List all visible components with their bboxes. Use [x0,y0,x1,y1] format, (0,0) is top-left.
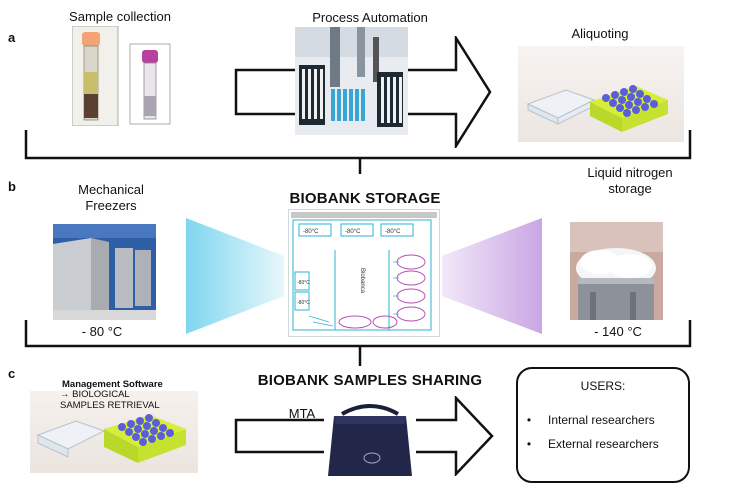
floorplan-room-label: Biobanca [359,268,365,294]
biobank-storage-title: BIOBANK STORAGE [289,190,441,207]
aliquoting-label: Aliquoting [571,26,629,41]
freezer-temperature: - 80 °C [81,324,123,339]
users-title: USERS: [580,379,626,393]
panel-letter-c: c [8,366,16,381]
floorplan-freezer-3-label: -80°C [385,229,401,235]
process-automation-label: Process Automation [312,10,428,25]
sample-tubes-image [72,26,182,126]
nitrogen-trapezoid [442,218,542,334]
mechanical-freezers-label: Mechanical Freezers [78,182,144,213]
aliquoting-image [518,46,684,142]
mta-label: MTA [288,406,316,421]
biobank-floorplan: -80°C -80°C -80°C -80°C -80°C Biobanca [288,209,440,337]
sample-collection-label: Sample collection [69,9,171,24]
panel-letter-a: a [8,30,16,45]
automation-robot-image [295,27,408,135]
nitrogen-temperature: - 140 °C [594,324,642,339]
users-box: USERS: •Internal researchers •External r… [516,367,690,483]
transport-bag-image [324,400,416,482]
biobank-sharing-title: BIOBANK SAMPLES SHARING [257,372,483,389]
freezer-trapezoid [186,218,284,334]
software-rack-image [30,391,198,473]
bullet-icon: • [526,437,532,451]
nitrogen-tank-image [570,222,663,320]
management-software-description: → BIOLOGICAL SAMPLES RETRIEVAL [60,389,160,411]
floorplan-side-1-label: -80°C [297,280,310,286]
freezers-image [53,224,156,320]
floorplan-freezer-1-label: -80°C [303,229,319,235]
management-software-title: Management Software [62,379,163,390]
users-item-internal: •Internal researchers [518,413,688,427]
bullet-icon: • [526,413,532,427]
bracket-a [24,130,692,174]
bracket-b [24,320,692,366]
liquid-nitrogen-label: Liquid nitrogen storage [587,165,673,196]
panel-letter-b: b [8,179,16,194]
floorplan-side-2-label: -80°C [297,300,310,306]
users-item-external: •External researchers [518,437,688,451]
floorplan-freezer-2-label: -80°C [345,229,361,235]
